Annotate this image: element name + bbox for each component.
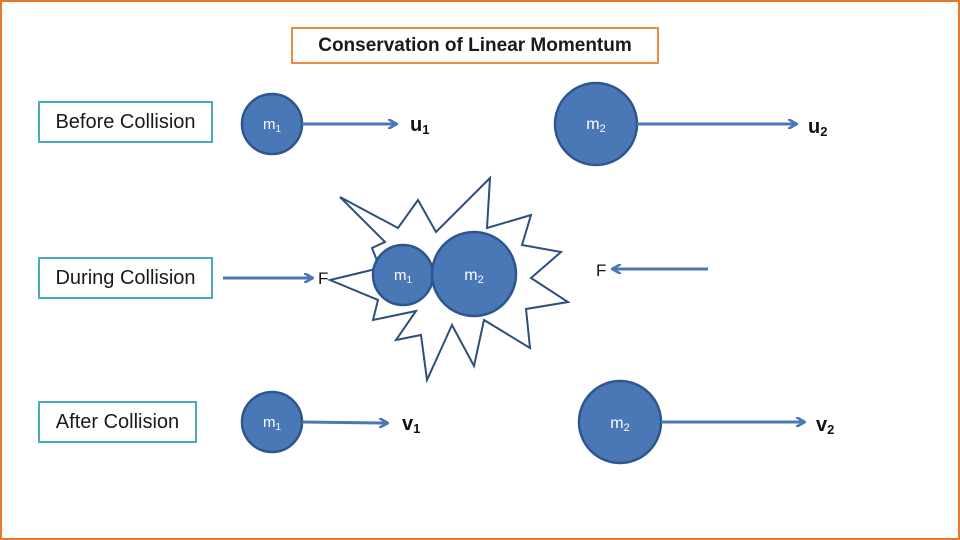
velocity-label-v2: v2	[816, 414, 834, 437]
force-label-right: F	[596, 261, 606, 280]
before-collision-text: Before Collision	[55, 110, 196, 133]
velocity-label-v1: v1	[402, 413, 420, 436]
before-collision-label: Before Collision	[38, 101, 213, 143]
during-collision-text: During Collision	[55, 266, 196, 289]
during-collision-label: During Collision	[38, 257, 213, 299]
velocity-label-u1: u1	[410, 114, 429, 137]
slide-title-text: Conservation of Linear Momentum	[318, 34, 632, 56]
mass-label-m1-after: m1	[263, 414, 282, 433]
slide-title: Conservation of Linear Momentum	[291, 27, 659, 64]
mass-label-m2-after: m2	[610, 415, 629, 434]
mass-label-m2-during: m2	[464, 267, 483, 286]
ball-m2-during	[430, 230, 518, 318]
force-label-left: F	[318, 269, 328, 288]
mass-label-m1-before: m1	[263, 116, 282, 135]
after-collision-text: After Collision	[55, 410, 180, 433]
after-collision-label: After Collision	[38, 401, 197, 443]
mass-label-m2-before: m2	[586, 116, 605, 135]
velocity-label-u2: u2	[808, 116, 827, 139]
mass-label-m1-during: m1	[394, 267, 413, 286]
arrow-v1	[301, 422, 387, 423]
